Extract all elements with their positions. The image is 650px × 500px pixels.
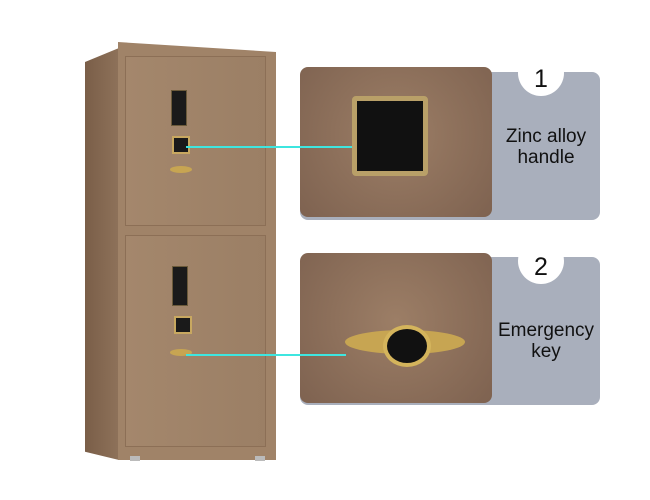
feature-label-line: handle	[517, 147, 575, 168]
upper-handle	[172, 136, 190, 154]
callout-line-2	[186, 354, 346, 356]
callout-line-1	[186, 146, 352, 148]
upper-door	[125, 56, 266, 226]
upper-keypad	[171, 90, 187, 126]
emergency-keyhole-image	[383, 325, 431, 367]
lower-key-cover	[170, 349, 192, 356]
feature-label-line: Emergency	[497, 320, 595, 341]
feature-label-line: Zinc alloy	[505, 126, 587, 147]
safe-side	[85, 48, 119, 460]
foot	[130, 456, 140, 461]
feature-number-1: 1	[518, 50, 564, 96]
feature-number-2: 2	[518, 238, 564, 284]
lower-door	[125, 235, 266, 447]
zinc-handle-image	[352, 96, 428, 176]
foot	[255, 456, 265, 461]
feature-label-line: key	[531, 341, 561, 362]
upper-key-cover	[170, 166, 192, 173]
lower-handle	[174, 316, 192, 334]
lower-keypad	[172, 266, 188, 306]
